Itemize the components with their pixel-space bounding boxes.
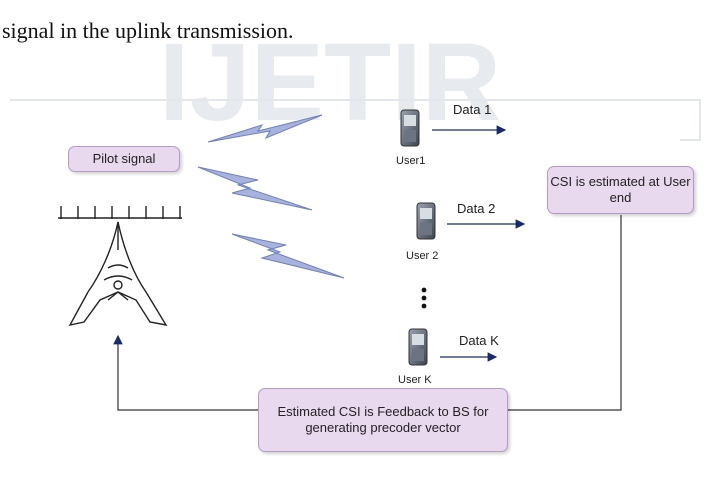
feedback-label: Estimated CSI is Feedback to BS for gene… [277,404,489,435]
data-2-label: Data 2 [457,201,496,216]
feedback-box: Estimated CSI is Feedback to BS for gene… [258,388,508,452]
mobile-phone-icon [400,109,420,147]
csi-estimated-box: CSI is estimated at User end [547,166,694,214]
caption-line: signal in the uplink transmission. [2,18,294,43]
user-k-label: User K [398,374,432,386]
mobile-phone-icon [408,328,428,366]
pilot-signal-label: Pilot signal [92,151,156,166]
feedback-arrow [113,334,258,411]
pilot-signal-box: Pilot signal [68,146,180,172]
watermark-frame [10,99,701,141]
data-k-label: Data K [459,333,499,348]
lightning-bolt-icon [197,166,313,211]
user-2-label: User 2 [406,250,439,262]
lightning-bolt-icon [207,114,323,143]
base-station-tower-icon [58,206,182,327]
user-1-label: User1 [396,155,426,167]
watermark-text: IJETIR [159,21,501,144]
lightning-bolt-icon [231,233,345,279]
data-1-label: Data 1 [453,102,492,117]
vertical-ellipsis-icon [421,287,427,309]
csi-estimated-label: CSI is estimated at User end [550,174,691,205]
feedback-line [508,215,622,411]
mobile-phone-icon [416,202,436,240]
